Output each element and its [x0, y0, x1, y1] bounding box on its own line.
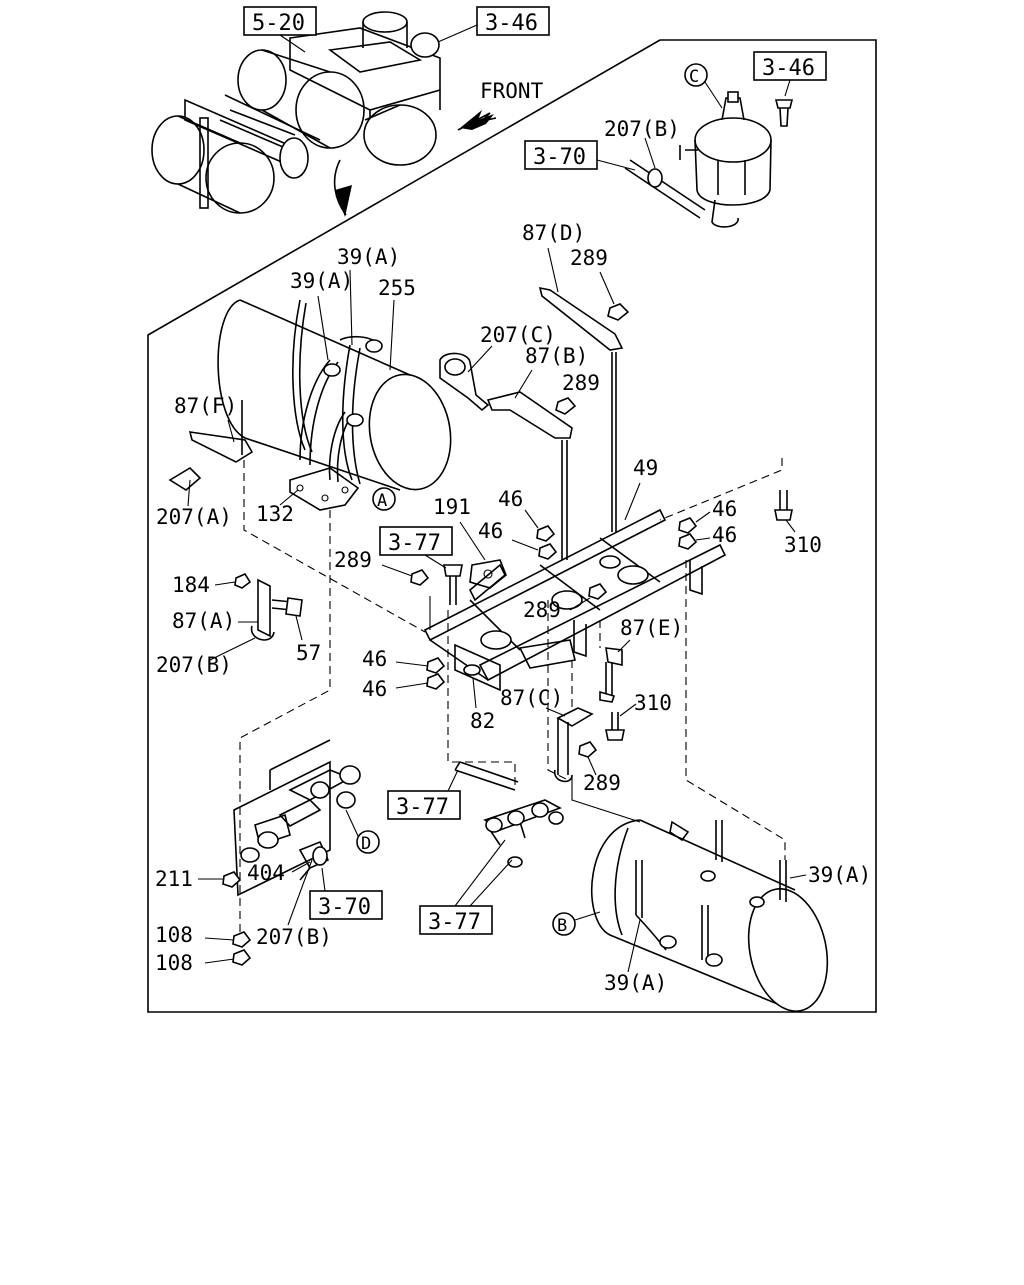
part-label-87f: 87(F)	[174, 394, 237, 418]
part-label-39a-upper: 39(A)	[337, 245, 400, 269]
bracket-87a-illustration	[234, 572, 303, 641]
part-label-289-c: 289	[334, 548, 372, 572]
part-label-191: 191	[433, 495, 471, 519]
part-label-87d: 87(D)	[522, 221, 585, 245]
routing-lines	[239, 458, 786, 935]
fuel-filter-illustration	[624, 91, 772, 228]
part-label-39a-lower: 39(A)	[290, 269, 353, 293]
ref-box-3-77-center[interactable]: 3-77	[379, 526, 453, 556]
svg-text:3-70: 3-70	[318, 895, 371, 920]
bracket-87b-illustration	[486, 391, 573, 439]
ref-box-3-77-bottom[interactable]: 3-77	[419, 905, 493, 935]
front-direction-indicator: FRONT	[457, 79, 544, 131]
part-label-82: 82	[470, 709, 495, 733]
right-tank-illustration	[591, 819, 829, 1012]
valve-block-illustration	[233, 739, 361, 897]
part-label-46-e: 46	[362, 647, 387, 671]
part-label-207b-bottom: 207(B)	[256, 925, 332, 949]
nut-289-a	[607, 303, 630, 321]
svg-text:3-77: 3-77	[388, 531, 441, 556]
part-label-46-c: 46	[712, 497, 737, 521]
svg-text:B: B	[557, 916, 567, 936]
part-label-310-upper: 310	[784, 533, 822, 557]
circle-marker-c: C	[684, 63, 708, 87]
svg-text:3-46: 3-46	[485, 11, 538, 36]
part-label-207b-top: 207(B)	[604, 117, 680, 141]
part-label-87e: 87(E)	[620, 616, 683, 640]
ref-box-3-70-bottom[interactable]: 3-70	[309, 890, 383, 920]
part-label-46-f: 46	[362, 677, 387, 701]
part-label-207a: 207(A)	[156, 505, 232, 529]
svg-text:3-46: 3-46	[762, 56, 815, 81]
part-label-87c: 87(C)	[500, 686, 563, 710]
ref-box-3-46-top[interactable]: 3-46	[476, 6, 550, 36]
part-label-310-lower: 310	[634, 691, 672, 715]
ref-box-5-20[interactable]: 5-20	[243, 6, 317, 36]
bracket-191-illustration	[469, 559, 507, 589]
ref-box-3-46-right[interactable]: 3-46	[753, 51, 827, 81]
circle-marker-b: B	[552, 912, 576, 936]
circle-marker-d: D	[356, 830, 380, 854]
part-label-39a-bottom: 39(A)	[604, 971, 667, 995]
part-label-289-e: 289	[583, 771, 621, 795]
ref-box-3-77-middle[interactable]: 3-77	[387, 790, 461, 820]
part-label-207c: 207(C)	[480, 323, 556, 347]
lower-valve-assembly-illustration	[454, 761, 564, 868]
part-label-87b: 87(B)	[525, 344, 588, 368]
svg-text:5-20: 5-20	[252, 11, 305, 36]
clamp-207c-illustration	[439, 352, 490, 412]
part-label-404: 404	[247, 861, 285, 885]
part-label-108-a: 108	[155, 923, 193, 947]
part-label-289-a: 289	[570, 246, 608, 270]
part-label-108-b: 108	[155, 951, 193, 975]
part-label-39a-right: 39(A)	[808, 863, 871, 887]
svg-text:3-77: 3-77	[396, 795, 449, 820]
part-label-46-d: 46	[712, 523, 737, 547]
frame-crossmember-illustration	[423, 508, 727, 692]
circle-marker-a: A	[372, 487, 396, 511]
part-label-132: 132	[256, 502, 294, 526]
svg-text:3-70: 3-70	[533, 145, 586, 170]
bracket-87d-illustration	[538, 286, 624, 351]
bolt-310-upper	[774, 490, 793, 521]
part-label-46-a: 46	[498, 487, 523, 511]
front-label: FRONT	[480, 79, 544, 103]
bracket-87c-illustration	[554, 707, 594, 783]
part-label-289-d: 289	[523, 598, 561, 622]
bolt-icon	[774, 99, 794, 127]
part-label-57: 57	[296, 641, 321, 665]
part-label-211: 211	[155, 867, 193, 891]
svg-text:A: A	[377, 491, 387, 511]
part-label-184: 184	[172, 573, 210, 597]
ref-box-3-70-top[interactable]: 3-70	[524, 140, 598, 170]
part-label-255: 255	[378, 276, 416, 300]
diagram-frame	[147, 39, 877, 1013]
bracket-87e-illustration	[599, 647, 623, 703]
nut-289-b	[555, 397, 577, 415]
bolt-310-lower	[605, 712, 625, 741]
part-label-49: 49	[633, 456, 658, 480]
svg-text:D: D	[361, 834, 371, 854]
left-tank-illustration	[168, 299, 452, 511]
vehicle-overview-illustration	[151, 11, 441, 217]
svg-text:3-77: 3-77	[428, 910, 481, 935]
part-label-207b-left: 207(B)	[156, 653, 232, 677]
part-label-46-b: 46	[478, 519, 503, 543]
svg-text:C: C	[689, 67, 699, 87]
part-label-87a: 87(A)	[172, 609, 235, 633]
part-label-289-b: 289	[562, 371, 600, 395]
